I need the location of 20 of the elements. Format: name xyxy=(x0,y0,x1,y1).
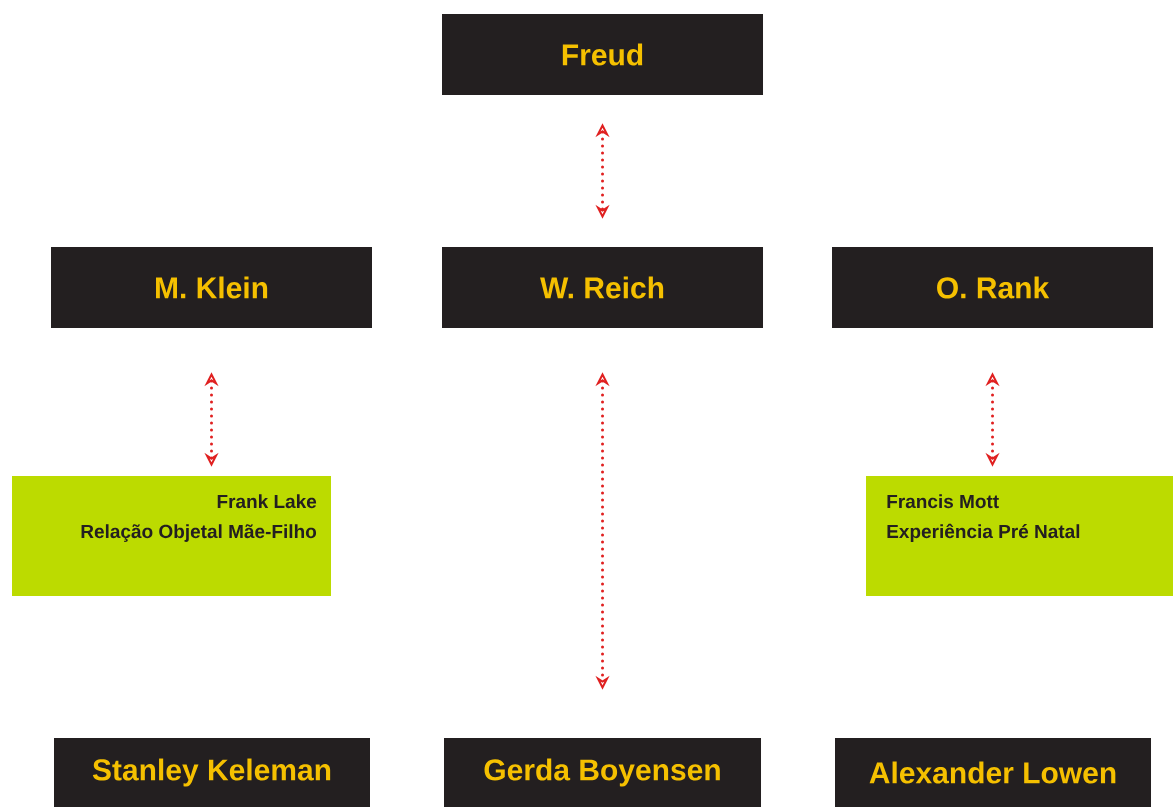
node-label: Stanley Keleman xyxy=(92,758,331,787)
name-box xyxy=(835,738,1151,807)
name-box xyxy=(444,738,761,807)
node-label: Alexander Lowen xyxy=(869,761,1116,784)
node-label: O. Rank xyxy=(937,276,1050,299)
name-box xyxy=(54,738,370,807)
node-label: Frank Lake xyxy=(217,494,317,509)
name-box xyxy=(442,247,763,328)
text-box xyxy=(866,476,1173,596)
node-label: W. Reich xyxy=(540,276,664,299)
node-label: Experiência Pré Natal xyxy=(887,523,1080,542)
name-box xyxy=(51,247,372,328)
name-box xyxy=(442,14,763,95)
node-label: Gerda Boyensen xyxy=(484,758,720,787)
node-label: Francis Mott xyxy=(887,494,999,509)
name-box xyxy=(832,247,1153,328)
node-label: Relação Objetal Mãe-Filho xyxy=(81,524,317,542)
text-box xyxy=(12,476,331,596)
node-label: Freud xyxy=(562,43,643,66)
node-label: M. Klein xyxy=(156,276,268,299)
